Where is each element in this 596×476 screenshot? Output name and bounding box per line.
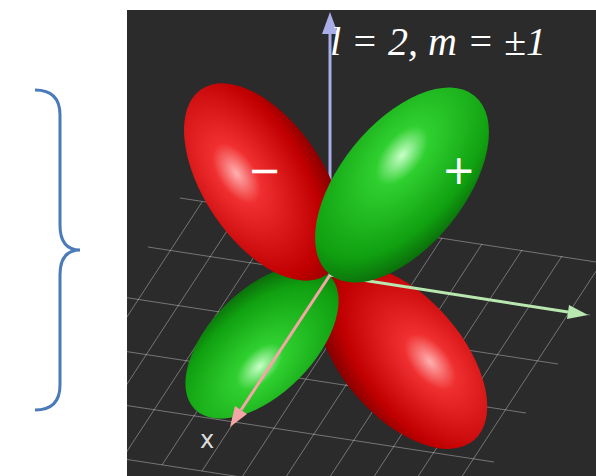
x-axis [241, 275, 330, 410]
x-axis-arrowhead [230, 406, 247, 427]
curly-bracket [35, 90, 80, 410]
quantum-numbers-label: l = 2, m = ±1 [330, 22, 546, 62]
sign-label: + [442, 150, 476, 190]
render-panel [127, 10, 596, 476]
green-lobe [281, 57, 522, 314]
y-axis-arrowhead [567, 305, 588, 319]
sign-label: − [248, 150, 282, 190]
axis-label: x [200, 428, 214, 452]
